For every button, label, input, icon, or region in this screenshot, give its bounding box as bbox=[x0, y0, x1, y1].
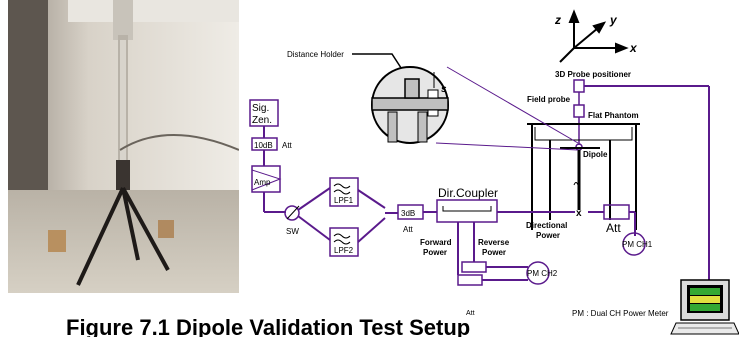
amp-text: Amp bbox=[254, 178, 271, 187]
dipole-photo bbox=[8, 0, 239, 293]
sig-gen-line1: Sig. bbox=[252, 103, 269, 114]
forward-line1: Forward bbox=[420, 238, 452, 247]
lpf1-box bbox=[329, 177, 359, 207]
directional-line2: Power bbox=[536, 231, 560, 240]
dir-coupler-label: Dir.Coupler bbox=[438, 186, 498, 200]
sig-gen-line2: Zen. bbox=[252, 115, 272, 126]
directional-line1: Directional bbox=[526, 221, 567, 230]
pm-ch1-text: PM CH1 bbox=[622, 240, 653, 249]
field-probe-label: Field probe bbox=[527, 95, 571, 104]
att-10db-label: Att bbox=[282, 141, 293, 150]
att-right-box bbox=[603, 204, 630, 220]
probe-positioner-label: 3D Probe positioner bbox=[555, 70, 631, 79]
flat-phantom bbox=[527, 123, 640, 230]
figure-caption: Figure 7.1 Dipole Validation Test Setup bbox=[66, 315, 471, 337]
axis-x-label: x bbox=[629, 41, 638, 55]
sw-label: SW bbox=[286, 227, 299, 236]
forward-att-box bbox=[461, 261, 487, 273]
lpf1-text: LPF1 bbox=[334, 196, 354, 205]
att-10db-text: 10dB bbox=[254, 141, 273, 150]
distance-holder-zoom bbox=[371, 66, 449, 144]
x-mark: x bbox=[576, 208, 582, 219]
att-right-text: Att bbox=[606, 221, 621, 235]
pm-note: PM : Dual CH Power Meter bbox=[572, 309, 669, 318]
att-bottom-label: Att bbox=[466, 310, 475, 317]
field-probe-box bbox=[573, 104, 585, 118]
s-label: s bbox=[441, 84, 447, 95]
att-3db-text: 3dB bbox=[401, 209, 415, 218]
switch-circle bbox=[284, 205, 300, 221]
dipole bbox=[560, 147, 600, 210]
att-3db-label: Att bbox=[403, 225, 414, 234]
distance-holder-label: Distance Holder bbox=[287, 50, 344, 59]
axis-z-label: z bbox=[554, 13, 561, 27]
flat-phantom-label: Flat Phantom bbox=[588, 111, 639, 120]
axes-indicator bbox=[559, 9, 629, 63]
reverse-att-box bbox=[457, 274, 483, 286]
axis-y-label: y bbox=[609, 13, 618, 27]
pm-ch2-text: PM CH2 bbox=[527, 269, 558, 278]
pm-ch2-circle bbox=[526, 261, 550, 285]
probe-positioner-box bbox=[573, 79, 585, 93]
computer-icon bbox=[670, 279, 739, 335]
reverse-line2: Power bbox=[482, 248, 506, 257]
reverse-line1: Reverse bbox=[478, 238, 510, 247]
dipole-label: Dipole bbox=[583, 150, 608, 159]
lpf2-text: LPF2 bbox=[334, 246, 354, 255]
pm-ch1-circle bbox=[622, 232, 646, 256]
forward-line2: Power bbox=[423, 248, 447, 257]
